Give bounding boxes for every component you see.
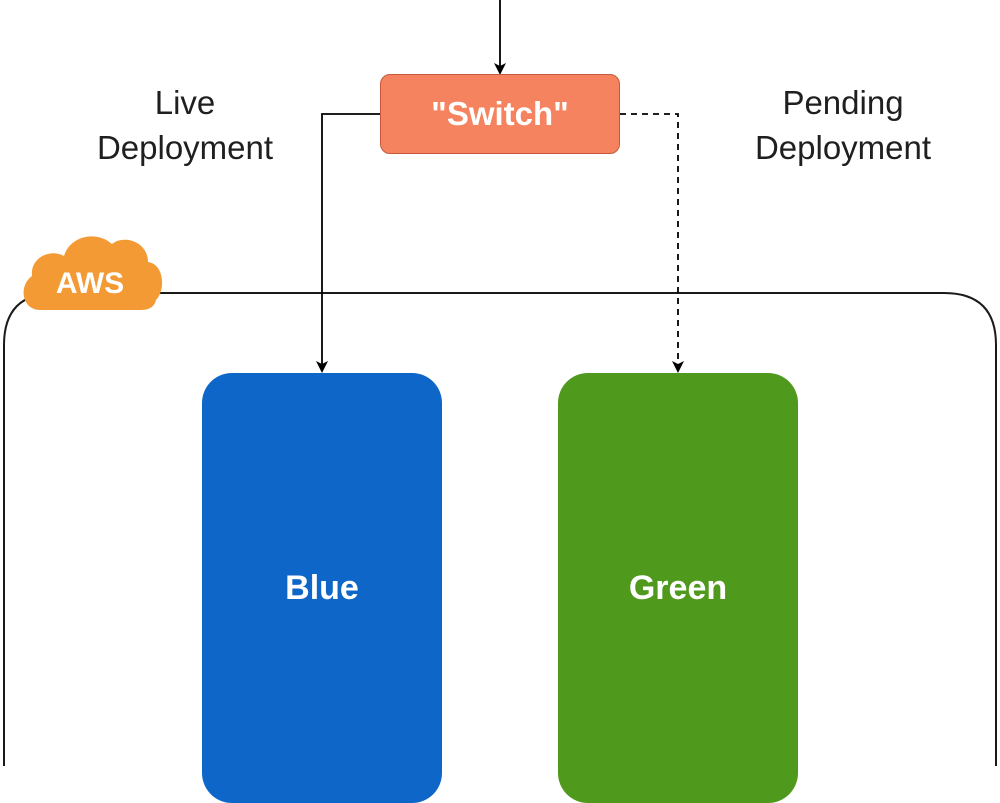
switch-node[interactable]: "Switch" [380, 74, 620, 154]
pending-deployment-label: Pending Deployment [728, 80, 958, 170]
live-deployment-label: Live Deployment [70, 80, 300, 170]
pending-deployment-edge [620, 113, 684, 373]
aws-cloud-icon [23, 236, 163, 310]
deployment-diagram [3, 0, 997, 766]
aws-region-boundary [3, 292, 997, 766]
pending-label-line1: Pending [782, 84, 904, 121]
live-deployment-edge [316, 113, 380, 373]
aws-label: AWS [55, 267, 125, 300]
live-label-line1: Live [154, 84, 216, 121]
green-environment-node[interactable]: Green [558, 373, 798, 803]
green-node-label: Green [628, 568, 728, 607]
pending-label-line2: Deployment [754, 129, 932, 166]
blue-node-label: Blue [285, 568, 359, 607]
blue-environment-node[interactable]: Blue [202, 373, 442, 803]
live-label-line2: Deployment [96, 129, 274, 166]
switch-node-label: "Switch" [431, 95, 569, 132]
